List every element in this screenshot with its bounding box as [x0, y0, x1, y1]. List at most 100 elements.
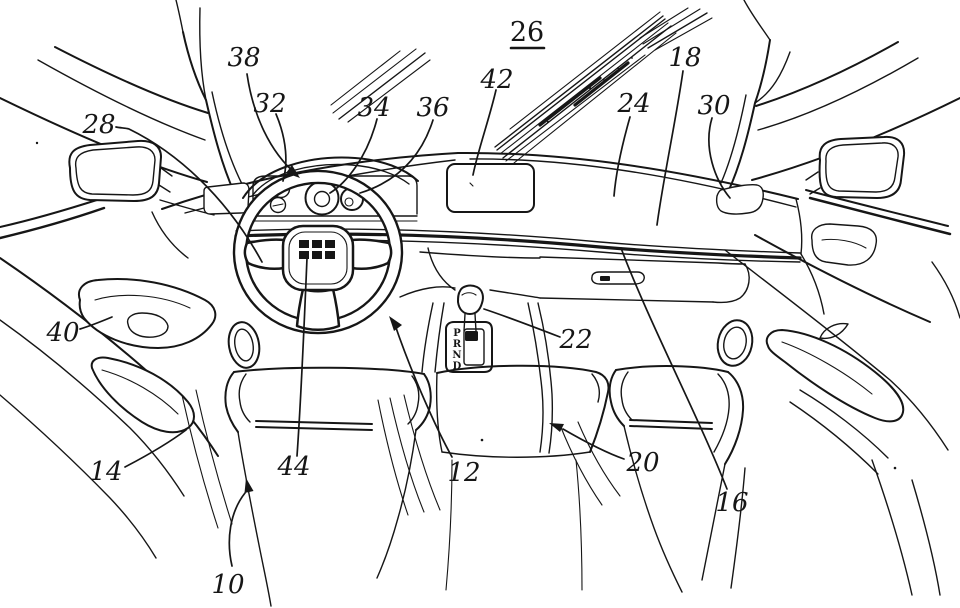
driver-seat-left-side	[237, 431, 272, 607]
hub-button	[312, 240, 322, 248]
hatch-line	[505, 54, 646, 162]
right-sill-2	[808, 196, 952, 236]
dash-door-seam-right	[800, 253, 825, 315]
hatch-line	[639, 7, 689, 39]
ref-num-20: 20	[625, 448, 659, 478]
stipple-dot	[631, 57, 633, 59]
left-mirror-inner	[74, 146, 156, 196]
stipple-dot	[480, 438, 484, 442]
roof-edge-left	[54, 46, 209, 114]
roof-edge-right-2	[757, 57, 919, 131]
dash-bottom-right-of-shifter	[489, 289, 541, 299]
center-armrest-left	[435, 372, 443, 453]
ref-num-36: 36	[416, 93, 449, 123]
driver-seat-left-corner	[224, 371, 239, 433]
stipple-dot	[893, 466, 897, 470]
dash-lower-lip	[419, 251, 541, 259]
armrest-lower-line2	[789, 401, 879, 475]
roof-edge-left-2	[37, 59, 206, 141]
hatch-line	[502, 25, 672, 159]
door-handle-inner	[821, 238, 867, 249]
center-console: P R N D	[421, 284, 610, 591]
seat-side-contour3	[403, 394, 441, 511]
ref-num-30: 30	[697, 91, 730, 121]
leader-44	[296, 257, 308, 457]
a-pillar-left-inner2	[211, 91, 243, 185]
gear-selector: P R N D	[445, 284, 493, 373]
wheel-hub-pad-inner	[288, 231, 348, 285]
gear-letter-P: P	[453, 328, 461, 339]
ref-num-42: 42	[479, 65, 513, 95]
stipple-dot	[617, 67, 619, 69]
door-panel-line	[724, 249, 949, 451]
pillar-top-right	[743, 0, 771, 41]
b-pillar-line	[931, 261, 960, 319]
hatch-line	[330, 50, 401, 106]
ref-num-34: 34	[357, 93, 390, 123]
arrowhead-12	[389, 316, 402, 331]
seat-gap-line	[559, 424, 603, 506]
center-display	[446, 163, 535, 213]
door-edge	[0, 257, 219, 457]
gauge-center	[304, 180, 340, 216]
hatch-line	[494, 15, 664, 148]
door-lower-line2	[911, 479, 941, 596]
seat-side-contour2	[389, 397, 425, 513]
steering-wheel	[232, 169, 404, 335]
ref-num-14: 14	[89, 457, 122, 487]
hub-button	[299, 240, 309, 248]
seat-bolster-line	[181, 394, 219, 529]
hatch-line	[347, 59, 431, 123]
right-mirror-mount	[805, 171, 821, 195]
armrest-inner-line	[781, 341, 873, 395]
shifter-collar	[465, 331, 478, 341]
hatch-smudge	[573, 61, 630, 107]
a-pillar-right-spike	[754, 51, 791, 104]
pillar-top-left	[175, 0, 184, 33]
console-left-edge2	[434, 302, 445, 373]
dash-bottom-left-of-shifter	[399, 286, 456, 298]
ref-num-44: 44	[276, 452, 310, 482]
a-pillar-right-inner2	[720, 94, 747, 184]
rear-console-line	[445, 459, 453, 591]
ref-num-28: 28	[81, 110, 115, 140]
leader-40	[79, 316, 113, 330]
left-sill	[0, 198, 101, 228]
leader-36	[359, 119, 434, 194]
center-armrest-top	[436, 364, 610, 453]
hatch-line	[509, 11, 661, 130]
ref-num-18: 18	[668, 43, 701, 73]
arrowhead-20	[549, 423, 564, 432]
figure-number-26: 26	[510, 17, 544, 48]
passenger-seat-left-side	[623, 425, 683, 593]
door-pocket-inner	[101, 369, 179, 415]
right-sill	[805, 189, 949, 227]
passenger-seat-left-curl	[620, 371, 633, 421]
door-handle-recess	[811, 223, 878, 266]
hub-button-grid	[299, 240, 335, 259]
a-pillar-left-inner	[182, 31, 235, 193]
leader-32	[275, 113, 287, 182]
leader-lines	[79, 46, 731, 567]
left-sill-2	[0, 206, 106, 240]
hatch-line	[647, 12, 708, 49]
right-mirror-inner	[825, 142, 899, 193]
display-mark	[469, 182, 474, 187]
passenger-seat-right-curl	[713, 373, 730, 453]
hub-button	[325, 240, 335, 248]
hatch-line	[654, 17, 713, 51]
armrest-inner-line	[94, 294, 191, 309]
door-lower-line	[0, 394, 157, 559]
passenger-seat-right-side	[701, 463, 726, 581]
driver-seat-band	[255, 420, 373, 431]
seat-gap-line2	[577, 421, 621, 497]
roof-edge-right	[755, 41, 899, 107]
glovebox-handle	[591, 271, 645, 285]
cluster-hood-arc-inner	[251, 163, 410, 197]
ref-num-32: 32	[253, 89, 286, 119]
left-mirror-mount	[158, 167, 173, 193]
door-edge	[754, 234, 931, 323]
passenger-seat-contour	[730, 467, 746, 589]
